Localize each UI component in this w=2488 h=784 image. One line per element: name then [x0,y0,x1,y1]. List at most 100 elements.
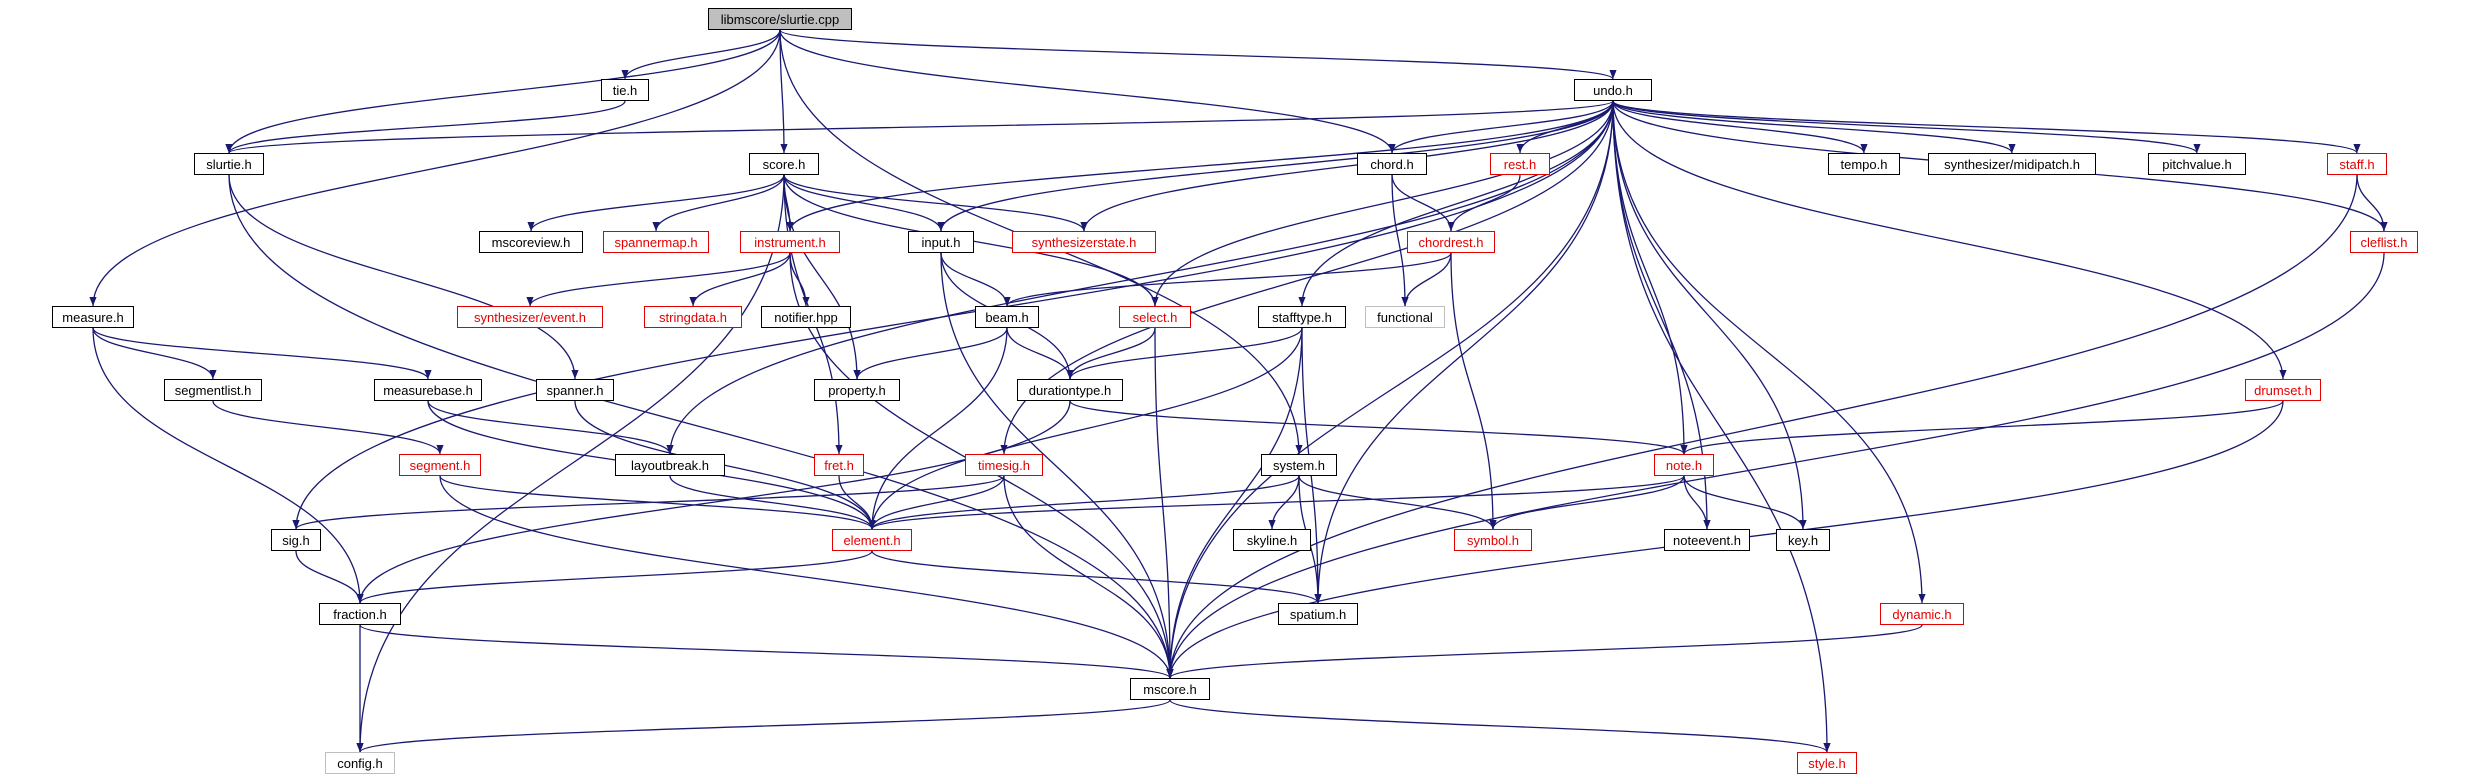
edge-slurtie_h-to-mscore [228,174,1174,679]
node-synthesizerstate-h[interactable]: synthesizerstate.h [1012,231,1156,253]
node-tempo-h[interactable]: tempo.h [1828,153,1900,175]
node-slurtie-h[interactable]: slurtie.h [194,153,264,175]
node-key-h[interactable]: key.h [1776,529,1830,551]
node-timesig-h[interactable]: timesig.h [965,454,1043,476]
node-measure-h[interactable]: measure.h [52,306,134,328]
node-slurtie-cpp: libmscore/slurtie.cpp [708,8,852,30]
edge-system-to-element [868,475,1300,530]
edge-score-to-mscoreview [527,174,785,232]
node-skyline-h[interactable]: skyline.h [1233,529,1311,551]
node-property-h[interactable]: property.h [814,379,900,401]
edge-slurtie_cpp-to-measure [89,29,781,307]
edge-segment-to-mscore [439,475,1174,679]
node-synthesizer-event-h[interactable]: synthesizer/event.h [457,306,603,328]
node-note-h[interactable]: note.h [1654,454,1714,476]
node-undo-h[interactable]: undo.h [1574,79,1652,101]
node-cleflist-h[interactable]: cleflist.h [2350,231,2418,253]
node-segment-h[interactable]: segment.h [399,454,481,476]
edge-beam-to-element [868,327,1008,530]
node-symbol-h[interactable]: symbol.h [1454,529,1532,551]
edge-staff-to-cleflist [2356,174,2388,232]
node-rest-h[interactable]: rest.h [1490,153,1550,175]
edge-input-to-mscore [940,252,1174,679]
node-beam-h[interactable]: beam.h [975,306,1039,328]
edge-undo-to-style [1612,100,1831,753]
edge-slurtie_cpp-to-slurtie_h [225,29,781,154]
edge-select-to-mscore [1154,327,1174,679]
node-element-h[interactable]: element.h [832,529,912,551]
edge-slurtie_cpp-to-undo [779,29,1617,80]
node-noteevent-h[interactable]: noteevent.h [1664,529,1750,551]
edge-undo-to-drumset [1612,100,2287,380]
edge-tie-to-slurtie_h [225,100,626,154]
node-select-h[interactable]: select.h [1119,306,1191,328]
node-layoutbreak-h[interactable]: layoutbreak.h [615,454,725,476]
node-pitchvalue-h[interactable]: pitchvalue.h [2148,153,2246,175]
node-chord-h[interactable]: chord.h [1357,153,1427,175]
edge-element-to-spatium [871,550,1322,604]
edge-slurtie_cpp-to-tie [621,29,781,80]
node-measurebase-h[interactable]: measurebase.h [374,379,482,401]
edge-score-to-config [356,174,785,753]
edge-note-to-noteevent [1683,475,1711,530]
edge-undo-to-select [1151,100,1614,307]
edge-score-to-synthstate [783,174,1088,232]
node-system-h[interactable]: system.h [1261,454,1337,476]
edge-undo-to-staff [1612,100,2361,154]
node-instrument-h[interactable]: instrument.h [740,231,840,253]
edge-instrument-to-stringdata [689,252,791,307]
edge-timesig-to-element [868,475,1005,530]
node-stringdata-h[interactable]: stringdata.h [644,306,742,328]
edge-undo-to-stafftype [1298,100,1614,307]
edge-undo-to-sig [292,100,1614,530]
node-dynamic-h[interactable]: dynamic.h [1880,603,1964,625]
edge-note-to-symbol [1489,475,1685,530]
node-mscore-h[interactable]: mscore.h [1130,678,1210,700]
node-input-h[interactable]: input.h [908,231,974,253]
node-functional: functional [1365,306,1445,328]
edge-durationtype-to-fraction [356,400,1071,604]
edge-undo-to-tempo [1612,100,1868,154]
node-stafftype-h[interactable]: stafftype.h [1258,306,1346,328]
node-sig-h[interactable]: sig.h [271,529,321,551]
node-mscoreview-h[interactable]: mscoreview.h [479,231,583,253]
edge-fraction-to-mscore [359,624,1174,679]
node-fraction-h[interactable]: fraction.h [319,603,401,625]
edge-undo-to-slurtie_h [225,100,1614,154]
node-drumset-h[interactable]: drumset.h [2245,379,2321,401]
node-midipatch-h[interactable]: synthesizer/midipatch.h [1928,153,2096,175]
node-style-h[interactable]: style.h [1797,752,1857,774]
node-durationtype-h[interactable]: durationtype.h [1017,379,1123,401]
node-score-h[interactable]: score.h [749,153,819,175]
edge-instrument-to-synthevent [526,252,791,307]
edge-undo-to-dynamic [1612,100,1926,604]
edge-slurtie_cpp-to-score [779,29,788,154]
edge-slurtie_cpp-to-chord [779,29,1396,154]
node-tie-h[interactable]: tie.h [601,79,649,101]
edge-mscore-to-config [356,699,1171,753]
edge-undo-to-chord [1388,100,1614,154]
edge-segmentlist-to-segment [212,400,444,455]
edge-undo-to-input [937,100,1614,232]
node-staff-h[interactable]: staff.h [2327,153,2387,175]
edge-score-to-spannermap [652,174,785,232]
edge-undo-to-layoutbreak [666,100,1614,455]
edge-dynamic-to-mscore [1166,624,1923,679]
edge-stafftype-to-mscore [1166,327,1303,679]
edge-undo-to-midipatch [1612,100,2016,154]
node-segmentlist-h[interactable]: segmentlist.h [164,379,262,401]
edge-element-to-fraction [356,550,873,604]
edge-chordrest-to-symbol [1450,252,1497,530]
node-spatium-h[interactable]: spatium.h [1278,603,1358,625]
node-notifier-hpp[interactable]: notifier.hpp [761,306,851,328]
edge-note-to-key [1683,475,1807,530]
edge-measure-to-fraction [92,327,364,604]
node-spanner-h[interactable]: spanner.h [536,379,614,401]
edge-chordrest-to-functional [1401,252,1452,307]
node-spannermap-h[interactable]: spannermap.h [603,231,709,253]
edge-rest-to-chordrest [1447,174,1521,232]
node-chordrest-h[interactable]: chordrest.h [1407,231,1495,253]
node-fret-h[interactable]: fret.h [814,454,864,476]
edge-undo-to-synthstate [1080,100,1614,232]
